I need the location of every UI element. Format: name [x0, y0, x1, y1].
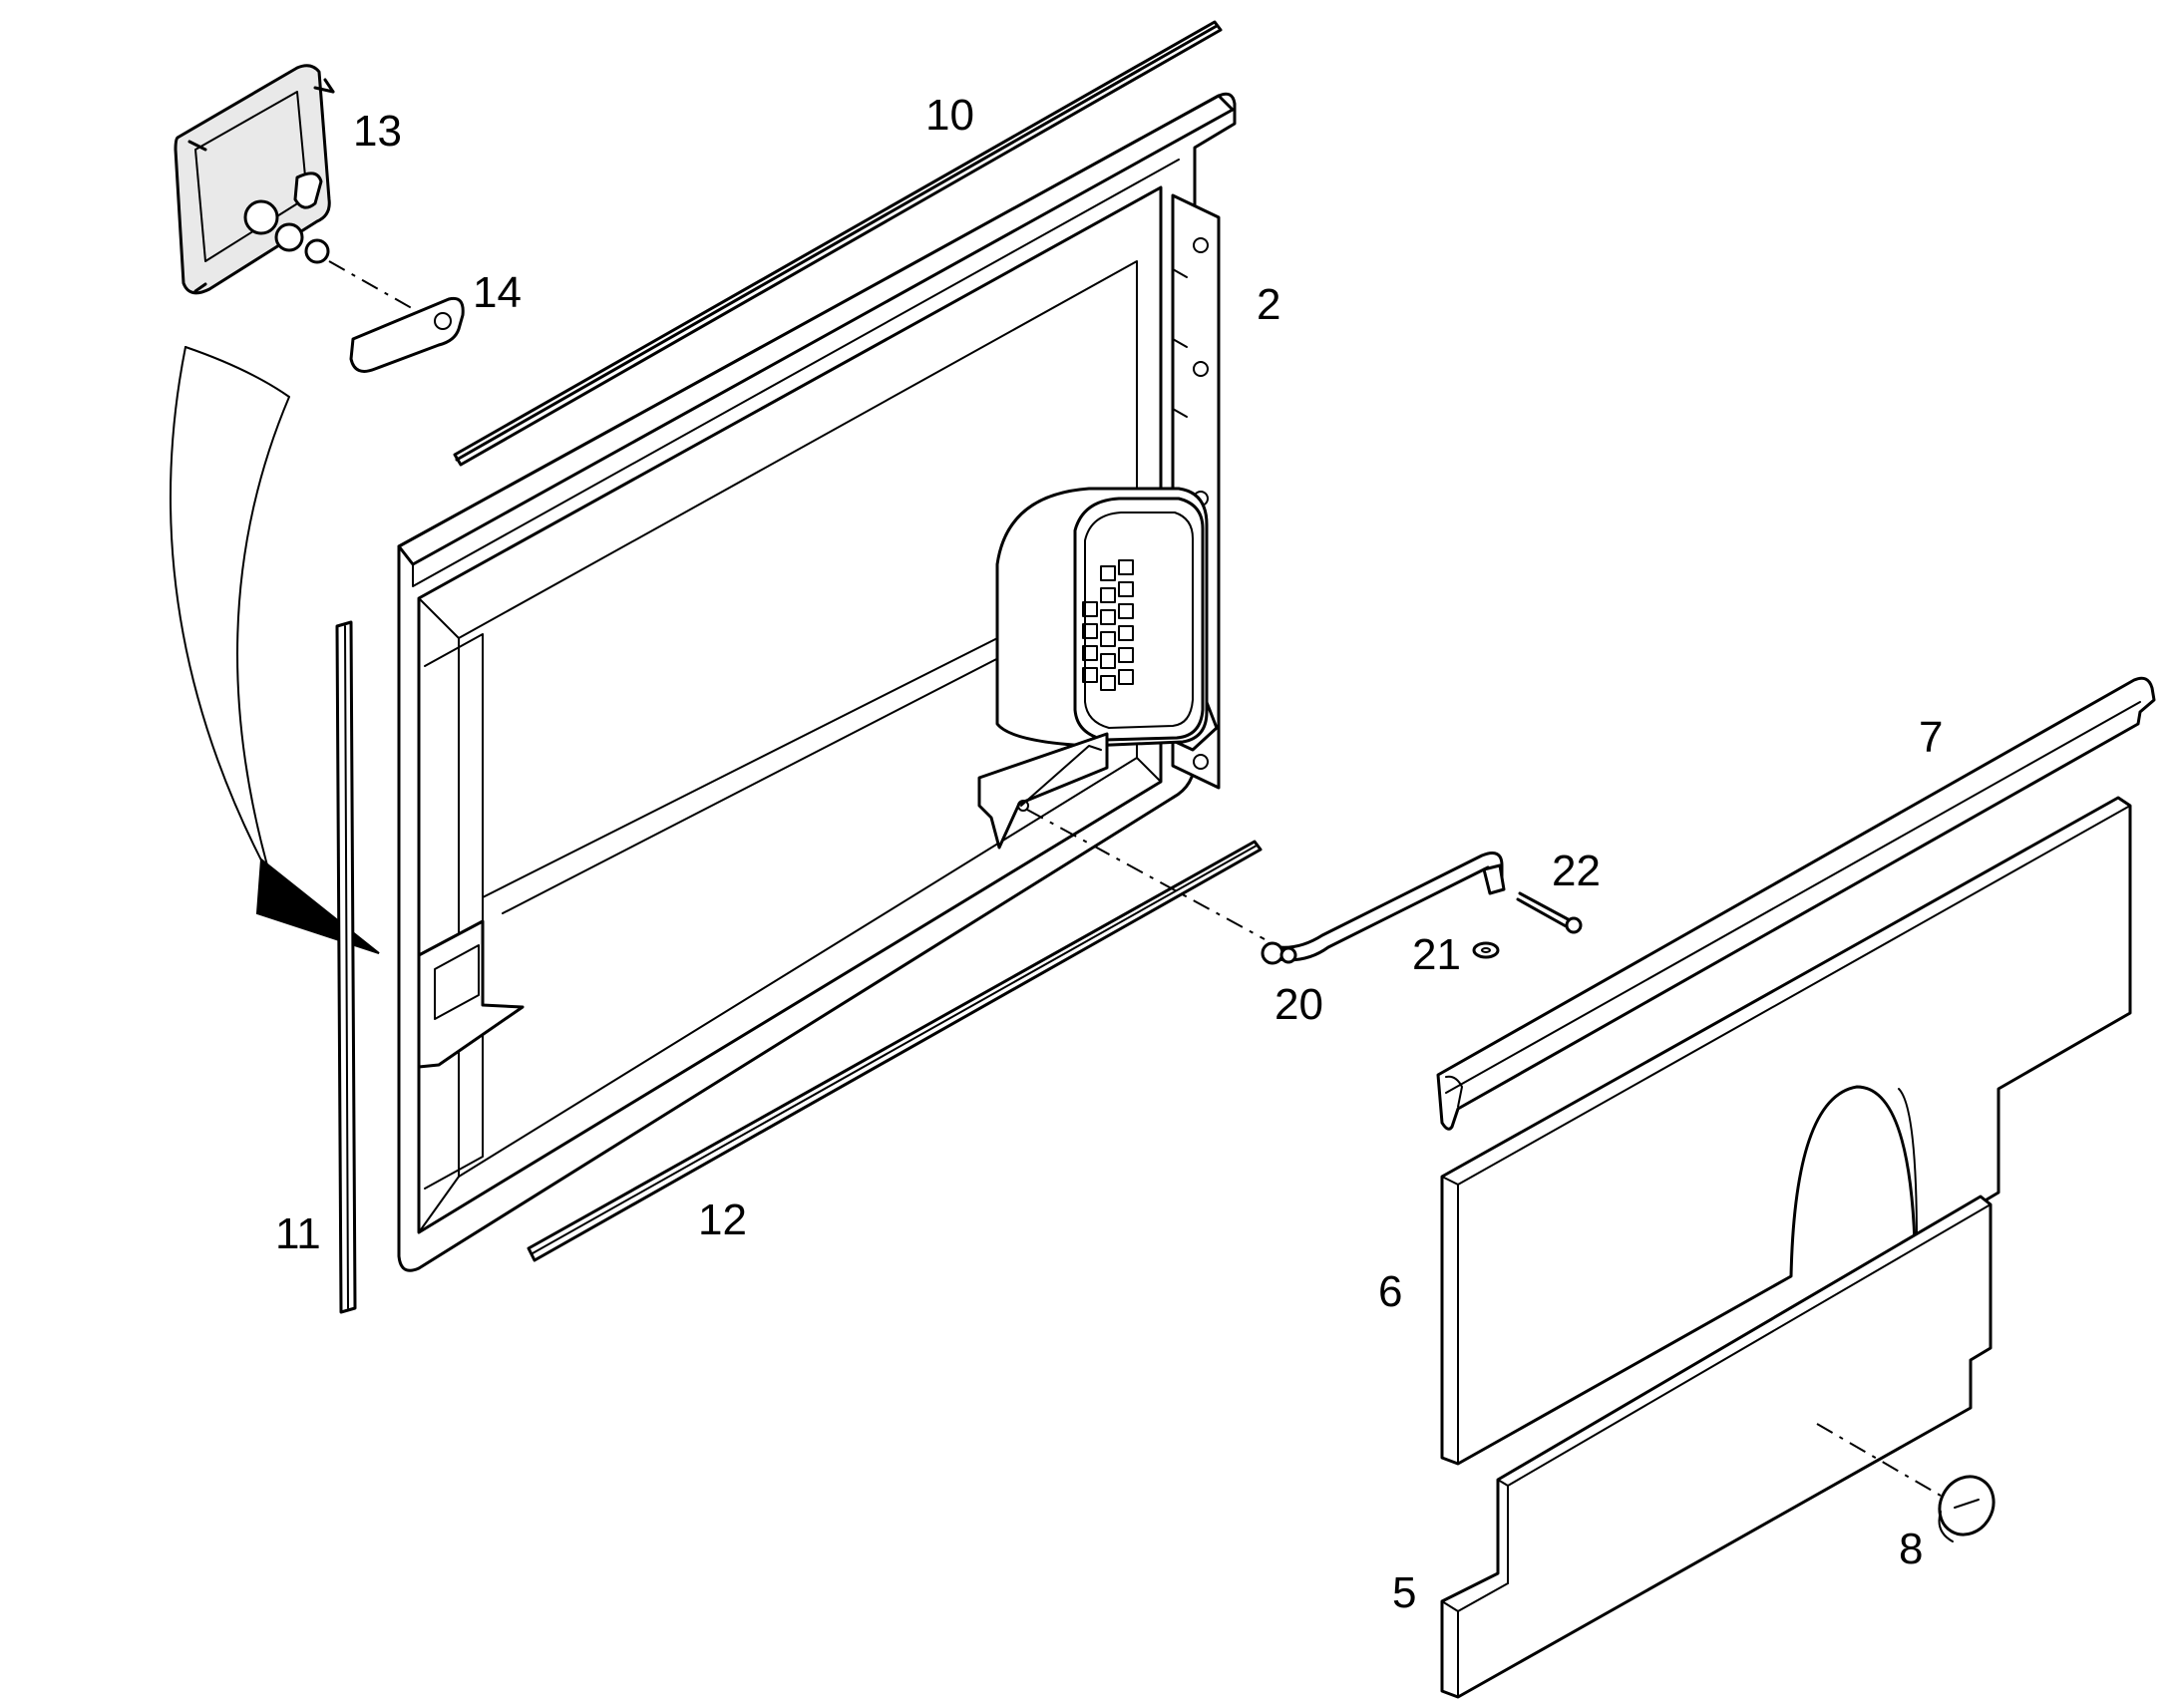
part-7-top-trim: [1436, 676, 2156, 1131]
label-14: 14: [473, 268, 522, 317]
part-10-top-seal: [453, 20, 1223, 467]
label-12: 12: [698, 1196, 747, 1244]
label-11: 11: [275, 1209, 321, 1258]
label-2: 2: [1257, 280, 1280, 329]
label-13: 13: [353, 107, 402, 156]
part-11-left-seal: [335, 620, 357, 1314]
part-12-bottom-seal: [527, 840, 1263, 1262]
part-8-plug: [1938, 1475, 1996, 1542]
part-21-washer: [1472, 941, 1500, 959]
part-20-rod: [1261, 852, 1506, 965]
label-20: 20: [1274, 980, 1323, 1029]
part-2-frame: [397, 92, 1266, 1272]
label-8: 8: [1899, 1525, 1923, 1573]
label-5: 5: [1392, 1568, 1416, 1617]
part-labels: 10 13 14 2 11 12 7 22 21 20 6 8 5: [275, 91, 1943, 1617]
label-10: 10: [925, 91, 974, 140]
part-13-lamp-housing: [174, 64, 418, 312]
part-22-pin: [1516, 891, 1583, 934]
part-5-lower-panel: [1440, 1195, 1993, 1699]
label-7: 7: [1919, 713, 1943, 762]
part-14-clip: [349, 296, 465, 373]
label-21: 21: [1412, 930, 1461, 979]
label-6: 6: [1378, 1267, 1402, 1316]
label-22: 22: [1552, 847, 1601, 895]
